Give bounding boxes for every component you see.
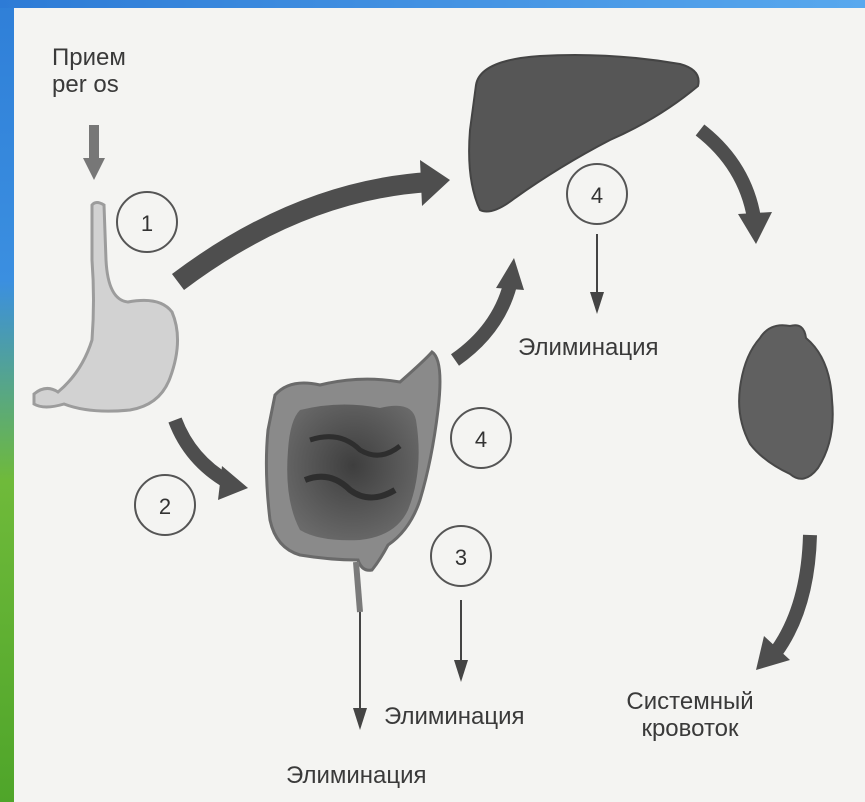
heart-shape [739, 325, 833, 479]
step-circle-2: 2 [135, 475, 195, 535]
elimination-label-liver: Элиминация [518, 334, 659, 361]
intake-label: Прием per os [52, 44, 126, 98]
step-number-4-liver: 4 [591, 183, 603, 208]
elimination-label-colon-bottom: Элиминация [286, 762, 427, 789]
arrow-liver-to-heart [700, 130, 772, 244]
elimination-label-colon-right: Элиминация [384, 703, 525, 730]
step-number-4-intestine: 4 [475, 427, 487, 452]
step-circle-4-intestine: 4 [451, 408, 511, 468]
arrow-elimination-liver [590, 234, 604, 314]
intake-label-line2: per os [52, 71, 126, 98]
arrow-elimination-colon-right [454, 600, 468, 682]
arrow-heart-to-systemic [756, 535, 810, 670]
step-circle-3: 3 [431, 526, 491, 586]
intake-arrow [83, 125, 105, 180]
step-number-1: 1 [141, 211, 153, 236]
intestine-shape [266, 352, 440, 612]
step-circle-4-liver: 4 [567, 164, 627, 224]
intake-label-line1: Прием [52, 44, 126, 71]
step-number-3: 3 [455, 545, 467, 570]
systemic-circulation-label: Системный кровоток [610, 688, 770, 742]
systemic-label-line1: Системный [610, 688, 770, 715]
systemic-label-line2: кровоток [610, 715, 770, 742]
arrow-elimination-colon-bottom [353, 612, 367, 730]
arrow-stomach-to-liver [178, 160, 450, 282]
step-number-2: 2 [159, 494, 171, 519]
arrow-intestine-to-liver [455, 258, 524, 360]
step-circle-1: 1 [117, 192, 177, 252]
